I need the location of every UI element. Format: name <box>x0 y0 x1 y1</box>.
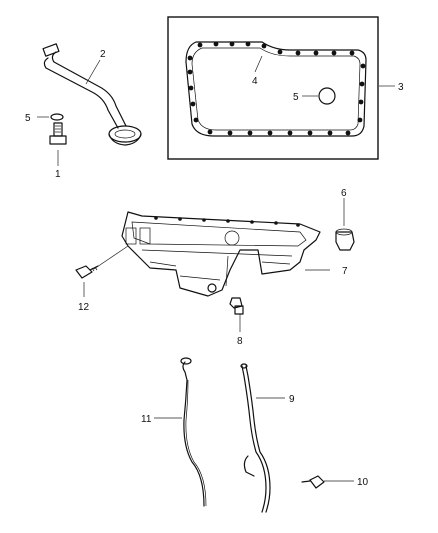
drain-plug-6 <box>335 228 355 251</box>
gasket-bolt-hole <box>245 41 251 47</box>
gasket-bolt-hole <box>197 42 203 48</box>
gasket-bolt-hole <box>360 63 366 69</box>
gasket-bolt-hole <box>267 130 273 136</box>
gasket-bolt-hole <box>213 41 219 47</box>
oil-pan <box>121 211 321 297</box>
leader-lines <box>37 55 395 482</box>
callout-9: 9 <box>289 394 295 405</box>
gasket-bolt-hole <box>261 43 267 49</box>
gasket-bolt-hole <box>193 117 199 123</box>
oil-pickup-tube <box>42 43 142 146</box>
callout-5-box: 5 <box>293 92 299 103</box>
dipstick-tube-9 <box>240 363 271 513</box>
stud-bolt-12 <box>75 265 99 279</box>
o-ring-box <box>318 87 336 105</box>
gasket-bolt-hole <box>313 50 319 56</box>
callout-12: 12 <box>78 302 90 313</box>
callout-6: 6 <box>341 188 347 199</box>
bolt-1 <box>49 122 67 145</box>
callout-7: 7 <box>342 266 348 277</box>
pan-rim-bolt-hole <box>226 219 230 223</box>
gasket-bolt-hole <box>187 69 193 75</box>
gasket-bolt-hole <box>358 99 364 105</box>
callout-3: 3 <box>398 82 404 93</box>
gasket-bolt-hole <box>287 130 293 136</box>
gasket-bolt-hole <box>188 85 194 91</box>
gasket-bolt-hole <box>345 130 351 136</box>
gasket-bolt-hole <box>207 129 213 135</box>
gasket-bolt-hole <box>331 50 337 56</box>
callout-2: 2 <box>100 49 106 60</box>
gasket-bolt-hole <box>357 117 363 123</box>
pan-rim-bolt-hole <box>274 221 278 225</box>
o-ring-left <box>50 113 64 121</box>
gasket-bolt-hole <box>295 50 301 56</box>
callout-8: 8 <box>237 336 243 347</box>
gasket-bolt-hole <box>190 101 196 107</box>
callout-5-left: 5 <box>25 113 31 124</box>
callout-11: 11 <box>141 414 152 425</box>
pan-rim-bolt-hole <box>250 220 254 224</box>
gasket-frame <box>167 16 379 160</box>
callout-10: 10 <box>357 477 369 488</box>
gasket-bolt-hole <box>227 130 233 136</box>
gasket-bolt-hole <box>187 55 193 61</box>
bolt-10 <box>301 475 325 489</box>
callout-labels: 2 5 1 4 5 3 6 7 8 12 9 11 10 <box>25 49 404 488</box>
oil-pan-gasket <box>185 41 367 137</box>
callout-1: 1 <box>55 169 61 180</box>
drain-bolt-8 <box>229 297 244 315</box>
gasket-bolt-hole <box>247 130 253 136</box>
gasket-bolt-hole <box>307 130 313 136</box>
callout-4: 4 <box>252 76 258 87</box>
pan-rim-bolt-hole <box>154 216 158 220</box>
gasket-bolt-hole <box>229 41 235 47</box>
gasket-bolt-hole <box>359 81 365 87</box>
pan-rim-bolt-hole <box>178 217 182 221</box>
pan-rim-bolt-hole <box>202 218 206 222</box>
gasket-bolt-hole <box>277 49 283 55</box>
gasket-bolt-hole <box>327 130 333 136</box>
dipstick-11 <box>180 357 207 507</box>
gasket-bolt-hole <box>349 50 355 56</box>
pan-rim-bolt-hole <box>296 223 300 227</box>
